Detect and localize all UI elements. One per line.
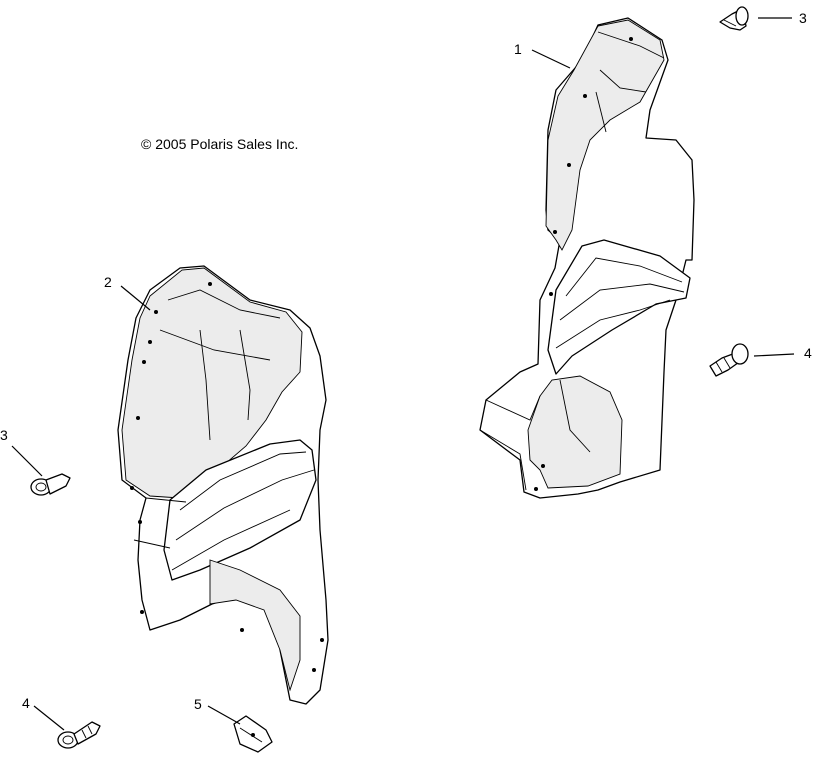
callout-4-right: 4	[804, 345, 812, 361]
leader-1	[531, 49, 571, 69]
leader-5	[207, 705, 241, 725]
callout-5: 5	[194, 696, 202, 712]
leader-2	[120, 285, 151, 311]
copyright-text: © 2005 Polaris Sales Inc.	[141, 136, 298, 152]
fastener-3-top	[719, 6, 749, 31]
callout-3-left: 3	[0, 427, 8, 443]
leader-3-left	[11, 445, 43, 477]
callout-3-top: 3	[799, 10, 807, 26]
callout-4-bottom: 4	[22, 695, 30, 711]
leader-4-right	[753, 353, 795, 357]
leader-4-bottom	[33, 705, 65, 731]
callout-1: 1	[514, 41, 522, 57]
fastener-4-right	[709, 343, 749, 377]
part-5-clip	[233, 715, 273, 753]
fastener-4-bottom	[57, 721, 101, 749]
part-2-panel	[117, 265, 329, 705]
fastener-3-left	[30, 473, 71, 496]
part-1-panel	[479, 17, 695, 499]
callout-2: 2	[104, 274, 112, 290]
